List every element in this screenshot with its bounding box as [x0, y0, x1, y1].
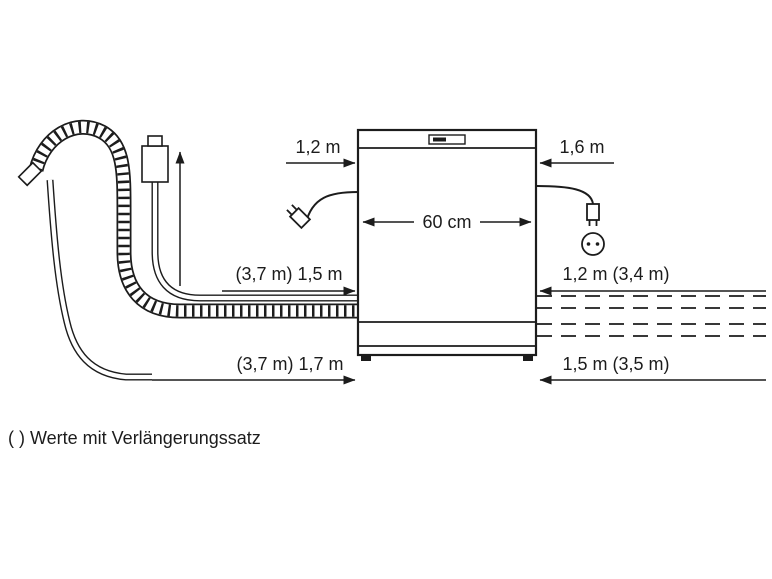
dishwasher-foot-right: [523, 355, 533, 361]
dimension-right-drain: 1,5 m (3,5 m): [539, 354, 766, 385]
power-cord-left: [286, 191, 359, 230]
power-plug-right-icon: [586, 203, 600, 226]
valve-cap: [147, 135, 163, 147]
aquastop-valve-icon: [141, 145, 169, 183]
dimension-left-cord: 1,2 m: [286, 137, 356, 168]
drain-extension-hose: [46, 179, 152, 381]
label-right-supply: 1,2 m (3,4 m): [562, 264, 669, 284]
water-supply-hose: [141, 135, 358, 302]
dimension-appliance-width: 60 cm: [362, 212, 532, 232]
dimension-right-supply: 1,2 m (3,4 m): [539, 264, 766, 296]
label-appliance-width: 60 cm: [422, 212, 471, 232]
power-plug-left-icon: [286, 204, 312, 230]
dimension-left-drain: (3,7 m) 1,7 m: [152, 354, 356, 385]
dishwasher-foot-left: [361, 355, 371, 361]
footnote: ( ) Werte mit Verlängerungssatz: [8, 428, 261, 448]
label-left-supply: (3,7 m) 1,5 m: [235, 264, 342, 284]
label-left-drain: (3,7 m) 1,7 m: [236, 354, 343, 374]
dimension-right-cord: 1,6 m: [539, 137, 614, 168]
power-socket-icon: [581, 232, 605, 256]
dishwasher-display: [428, 134, 466, 145]
dishwasher-display-bar: [433, 137, 446, 142]
dimension-left-supply: (3,7 m) 1,5 m: [222, 264, 356, 296]
hose-end-fitting: [17, 161, 43, 187]
dishwasher-icon: [356, 128, 538, 361]
label-right-cord: 1,6 m: [559, 137, 604, 157]
corrugated-drain-hose-icon: [17, 119, 358, 319]
right-hoses-dashed: [537, 295, 766, 337]
power-cord-right: [536, 185, 605, 256]
label-left-cord: 1,2 m: [295, 137, 340, 157]
label-right-drain: 1,5 m (3,5 m): [562, 354, 669, 374]
